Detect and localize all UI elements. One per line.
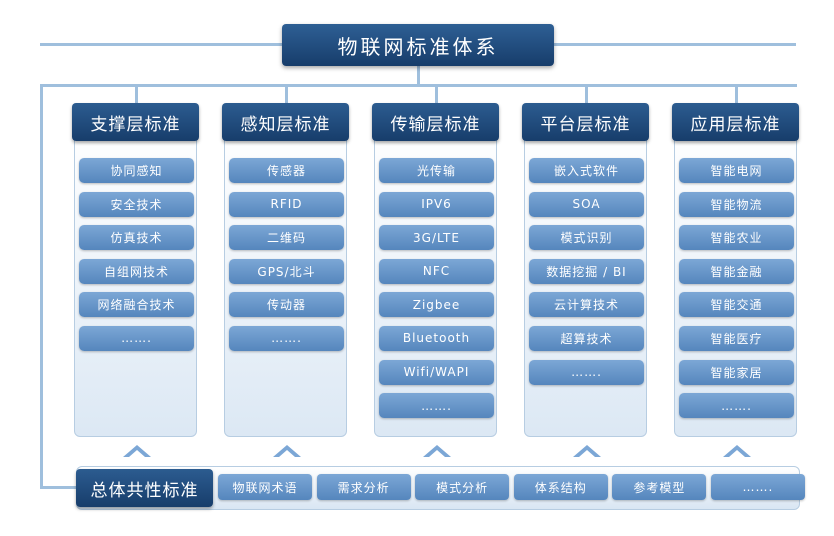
column-platform: 平台层标准 嵌入式软件 SOA 模式识别 数据挖掘 / BI 云计算技术 超算技… bbox=[522, 103, 649, 437]
general-standards-items: 物联网术语 需求分析 模式分析 体系结构 参考模型 ……. bbox=[218, 474, 810, 500]
column-items: 智能电网 智能物流 智能农业 智能金融 智能交通 智能医疗 智能家居 ……. bbox=[679, 158, 794, 427]
column-application: 应用层标准 智能电网 智能物流 智能农业 智能金融 智能交通 智能医疗 智能家居… bbox=[672, 103, 799, 437]
standard-item: 智能金融 bbox=[679, 258, 794, 284]
standard-item: ……. bbox=[229, 325, 344, 351]
column-transmission: 传输层标准 光传输 IPV6 3G/LTE NFC Zigbee Bluetoo… bbox=[372, 103, 499, 437]
chevron-up-icon bbox=[123, 445, 151, 457]
standard-item: ……. bbox=[529, 359, 644, 385]
standard-item: 智能物流 bbox=[679, 191, 794, 217]
connector-drop-5 bbox=[735, 84, 738, 106]
connector-title-left bbox=[40, 43, 282, 46]
standard-item: 智能医疗 bbox=[679, 325, 794, 351]
standard-item: RFID bbox=[229, 191, 344, 217]
general-standard-item: 体系结构 bbox=[513, 474, 608, 500]
standard-item: 二维码 bbox=[229, 225, 344, 251]
column-items: 传感器 RFID 二维码 GPS/北斗 传动器 ……. bbox=[229, 158, 344, 360]
connector-drop-2 bbox=[285, 84, 288, 106]
connector-title-down bbox=[417, 66, 420, 86]
standard-item: 超算技术 bbox=[529, 325, 644, 351]
column-header: 感知层标准 bbox=[222, 103, 349, 141]
standard-item: Zigbee bbox=[379, 292, 494, 318]
column-header: 平台层标准 bbox=[522, 103, 649, 141]
chevron-up-icon bbox=[273, 445, 301, 457]
standard-item: 光传输 bbox=[379, 158, 494, 183]
standard-item: 智能电网 bbox=[679, 158, 794, 183]
column-items: 嵌入式软件 SOA 模式识别 数据挖掘 / BI 云计算技术 超算技术 ……. bbox=[529, 158, 644, 393]
standard-item: 智能农业 bbox=[679, 225, 794, 251]
column-header: 应用层标准 bbox=[672, 103, 799, 141]
standard-item: 协同感知 bbox=[79, 158, 194, 183]
standard-item: 3G/LTE bbox=[379, 225, 494, 251]
standard-item: 网络融合技术 bbox=[79, 292, 194, 318]
column-perception: 感知层标准 传感器 RFID 二维码 GPS/北斗 传动器 ……. bbox=[222, 103, 349, 437]
standard-item: 仿真技术 bbox=[79, 225, 194, 251]
general-standard-item: ……. bbox=[710, 474, 805, 500]
connector-title-right bbox=[554, 43, 796, 46]
standard-item: 自组网技术 bbox=[79, 258, 194, 284]
connector-drop-3 bbox=[435, 84, 438, 106]
column-items: 协同感知 安全技术 仿真技术 自组网技术 网络融合技术 ……. bbox=[79, 158, 194, 360]
standard-item: ……. bbox=[679, 393, 794, 419]
connector-drop-4 bbox=[585, 84, 588, 106]
general-standard-item: 模式分析 bbox=[415, 474, 510, 500]
connector-left-vertical bbox=[40, 84, 43, 489]
standard-item: 传感器 bbox=[229, 158, 344, 183]
standard-item: 智能交通 bbox=[679, 292, 794, 318]
general-standard-item: 需求分析 bbox=[316, 474, 411, 500]
standard-item: NFC bbox=[379, 258, 494, 284]
standard-item: 模式识别 bbox=[529, 225, 644, 251]
column-header: 传输层标准 bbox=[372, 103, 499, 141]
standard-item: 智能家居 bbox=[679, 359, 794, 385]
chevron-up-icon bbox=[573, 445, 601, 457]
diagram-title: 物联网标准体系 bbox=[282, 24, 554, 66]
standard-item: SOA bbox=[529, 191, 644, 217]
general-standards-header: 总体共性标准 bbox=[76, 469, 213, 507]
connector-left-bottom bbox=[40, 486, 78, 489]
standard-item: Bluetooth bbox=[379, 325, 494, 351]
chevron-up-icon bbox=[423, 445, 451, 457]
standard-item: 数据挖掘 / BI bbox=[529, 258, 644, 284]
standard-item: 云计算技术 bbox=[529, 292, 644, 318]
standard-item: IPV6 bbox=[379, 191, 494, 217]
standard-item: ……. bbox=[79, 325, 194, 351]
connector-drop-1 bbox=[135, 84, 138, 106]
standard-item: 传动器 bbox=[229, 292, 344, 318]
standard-item: ……. bbox=[379, 393, 494, 419]
standard-item: 嵌入式软件 bbox=[529, 158, 644, 183]
column-support: 支撑层标准 协同感知 安全技术 仿真技术 自组网技术 网络融合技术 ……. bbox=[72, 103, 199, 437]
standard-item: GPS/北斗 bbox=[229, 258, 344, 284]
general-standard-item: 物联网术语 bbox=[218, 474, 312, 500]
general-standard-item: 参考模型 bbox=[612, 474, 707, 500]
chevron-up-icon bbox=[723, 445, 751, 457]
connector-horizontal bbox=[40, 84, 797, 87]
column-items: 光传输 IPV6 3G/LTE NFC Zigbee Bluetooth Wif… bbox=[379, 158, 494, 427]
standard-item: 安全技术 bbox=[79, 191, 194, 217]
standard-item: Wifi/WAPI bbox=[379, 359, 494, 385]
column-header: 支撑层标准 bbox=[72, 103, 199, 141]
